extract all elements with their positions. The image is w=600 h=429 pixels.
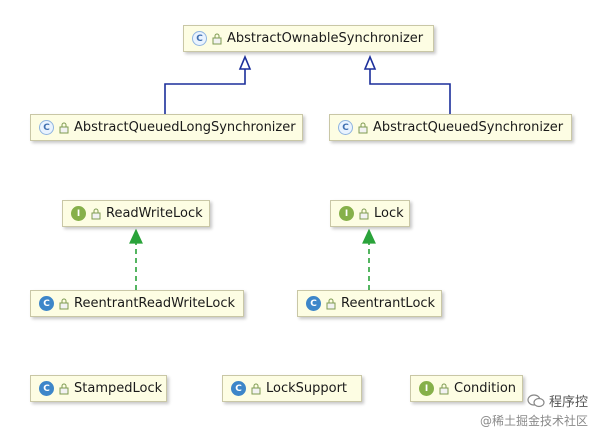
node-label: ReentrantReadWriteLock: [74, 296, 236, 311]
class-icon: C: [306, 296, 321, 311]
node-label: AbstractQueuedSynchronizer: [373, 120, 564, 135]
lock-icon: [359, 208, 369, 219]
edge-aqs-extends-aos: [363, 54, 451, 114]
lock-icon: [358, 122, 368, 133]
node-reentrant-read-write-lock[interactable]: C ReentrantReadWriteLock: [30, 290, 244, 317]
node-stamped-lock[interactable]: C StampedLock: [30, 375, 167, 402]
node-abstract-queued-long-synchronizer[interactable]: C AbstractQueuedLongSynchronizer: [30, 114, 303, 141]
watermark-source: @稀土掘金技术社区: [479, 414, 588, 428]
node-label: Condition: [454, 381, 517, 396]
node-label: AbstractQueuedLongSynchronizer: [74, 120, 296, 135]
lock-icon: [59, 383, 69, 394]
abstract-class-icon: C: [192, 31, 207, 46]
node-label: StampedLock: [74, 381, 163, 396]
node-label: LockSupport: [266, 381, 348, 396]
class-icon: C: [39, 381, 54, 396]
node-lock-support[interactable]: C LockSupport: [222, 375, 362, 402]
lock-icon: [439, 383, 449, 394]
watermark-title: 程序控: [548, 395, 588, 410]
lock-icon: [59, 298, 69, 309]
abstract-class-icon: C: [338, 120, 353, 135]
interface-icon: I: [339, 206, 354, 221]
interface-icon: I: [419, 381, 434, 396]
node-abstract-queued-synchronizer[interactable]: C AbstractQueuedSynchronizer: [329, 114, 572, 141]
abstract-class-icon: C: [39, 120, 54, 135]
node-abstract-ownable-synchronizer[interactable]: C AbstractOwnableSynchronizer: [183, 25, 434, 52]
class-icon: C: [39, 296, 54, 311]
class-icon: C: [231, 381, 246, 396]
node-label: ReentrantLock: [341, 296, 436, 311]
lock-icon: [212, 33, 222, 44]
node-label: ReadWriteLock: [106, 206, 203, 221]
edge-rrwl-implements-rwl: [129, 228, 143, 290]
lock-icon: [251, 383, 261, 394]
lock-icon: [59, 122, 69, 133]
node-label: Lock: [374, 206, 404, 221]
edge-aqls-extends-aos: [164, 54, 252, 114]
lock-icon: [326, 298, 336, 309]
node-lock[interactable]: I Lock: [330, 200, 410, 227]
node-reentrant-lock[interactable]: C ReentrantLock: [297, 290, 442, 317]
node-label: AbstractOwnableSynchronizer: [227, 31, 424, 46]
lock-icon: [91, 208, 101, 219]
node-read-write-lock[interactable]: I ReadWriteLock: [62, 200, 210, 227]
edge-rl-implements-lock: [362, 228, 376, 290]
interface-icon: I: [71, 206, 86, 221]
node-condition[interactable]: I Condition: [410, 375, 523, 402]
watermark: 程序控 @稀土掘金技术社区: [480, 391, 588, 429]
wechat-icon: [527, 393, 545, 407]
